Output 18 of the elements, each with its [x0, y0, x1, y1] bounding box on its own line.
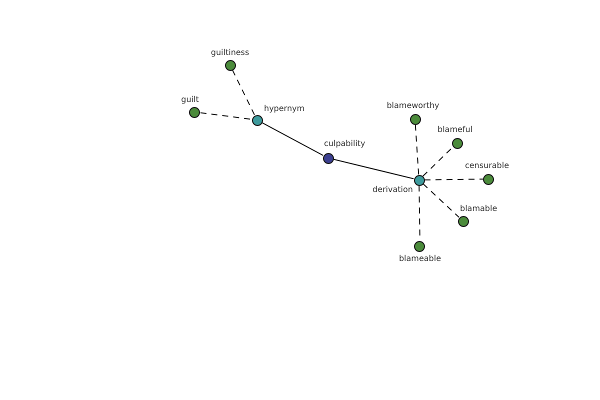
node-label: blameable	[398, 254, 442, 264]
connector-line	[332, 158, 414, 180]
connector-line	[261, 122, 324, 156]
connector-line	[422, 183, 460, 218]
node-label: hypernym	[264, 104, 305, 114]
node-label: culpability	[324, 139, 366, 149]
node-label: blameful	[437, 125, 473, 135]
node-label: blameworthy	[386, 101, 440, 111]
connector-line	[424, 178, 484, 180]
node-label: guilt	[181, 95, 199, 105]
connector-line	[414, 124, 420, 175]
node-label: derivation	[372, 185, 413, 195]
connector-line	[422, 146, 454, 177]
connector-line	[200, 112, 252, 120]
node-label: blamable	[460, 204, 498, 214]
connector-line	[232, 69, 256, 116]
node-label: guiltiness	[210, 48, 250, 58]
node-label: censurable	[464, 161, 510, 171]
